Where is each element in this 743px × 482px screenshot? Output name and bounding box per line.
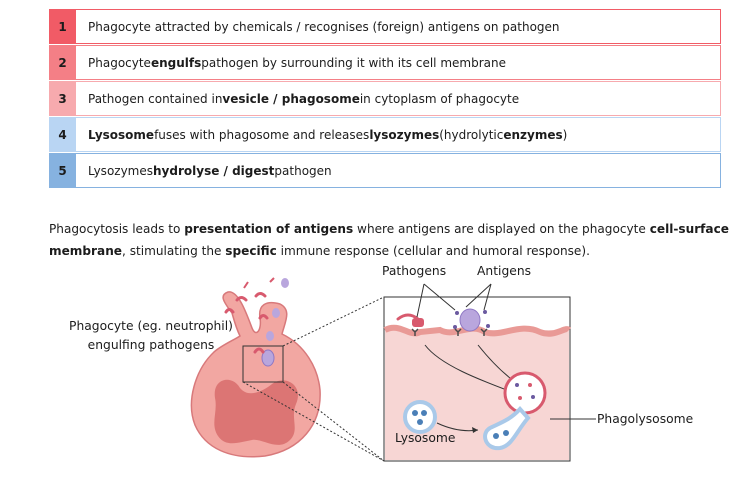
paragraph-part: Phagocytosis leads to bbox=[49, 222, 185, 236]
step-number: 4 bbox=[49, 117, 76, 152]
summary-paragraph: Phagocytosis leads to presentation of an… bbox=[49, 218, 729, 262]
step-text-part: lysozymes bbox=[369, 127, 440, 142]
zoom-panel bbox=[383, 296, 572, 462]
step-number: 1 bbox=[49, 9, 76, 44]
step-text-part: enzymes bbox=[503, 127, 563, 142]
step-text-part: vesicle / phagosome bbox=[222, 91, 360, 106]
antigens-label: Antigens bbox=[477, 264, 532, 278]
step-number: 3 bbox=[49, 81, 76, 116]
step-text-part: fuses with phagosome and releases bbox=[154, 127, 370, 142]
paragraph-part: immune response (cellular and humoral re… bbox=[276, 244, 590, 258]
step-text: Pathogen contained in vesicle / phagosom… bbox=[76, 81, 721, 116]
step-text-part: Pathogen contained in bbox=[88, 91, 223, 106]
step-text-part: hydrolyse / digest bbox=[153, 163, 275, 178]
phagocyte-cell bbox=[190, 277, 321, 458]
phagocyte-label-1: Phagocyte (eg. neutrophil) bbox=[69, 319, 233, 333]
step-text: Phagocyte engulfs pathogen by surroundin… bbox=[76, 45, 721, 80]
step-text-part: pathogen bbox=[274, 163, 332, 178]
step-number: 5 bbox=[49, 153, 76, 188]
steps-table: 1 Phagocyte attracted by chemicals / reco… bbox=[49, 9, 721, 189]
step-number: 2 bbox=[49, 45, 76, 80]
step-text: Lysozymes hydrolyse / digest pathogen bbox=[76, 153, 721, 188]
step-text-part: Phagocyte bbox=[88, 55, 151, 70]
pathogens-label: Pathogens bbox=[382, 264, 447, 278]
step-text-part: pathogen by surrounding it with its cell… bbox=[201, 55, 506, 70]
step-text-part: Lysozymes bbox=[88, 163, 154, 178]
paragraph-part: specific bbox=[225, 244, 277, 258]
step-text-part: Lysosome bbox=[88, 127, 155, 142]
step-text-part: (hydrolytic bbox=[439, 127, 504, 142]
phagocyte-label-2: engulfing pathogens bbox=[87, 338, 215, 352]
paragraph-part: , stimulating the bbox=[122, 244, 226, 258]
lysosome-label: Lysosome bbox=[395, 431, 456, 445]
step-text: Phagocyte attracted by chemicals / recog… bbox=[76, 9, 721, 44]
step-text: Lysosome fuses with phagosome and releas… bbox=[76, 117, 721, 152]
step-row: 1 Phagocyte attracted by chemicals / reco… bbox=[49, 9, 721, 44]
step-text-part: Phagocyte attracted by chemicals / recog… bbox=[88, 19, 560, 34]
step-text-part: in cytoplasm of phagocyte bbox=[359, 91, 520, 106]
nucleus-shape bbox=[214, 379, 298, 445]
step-text-part: engulfs bbox=[150, 55, 202, 70]
paragraph-part: where antigens are displayed on the phag… bbox=[353, 222, 650, 236]
paragraph-part: presentation of antigens bbox=[184, 222, 354, 236]
paragraph-part: cell-surface membrane bbox=[49, 222, 729, 258]
step-text-part: ) bbox=[562, 127, 568, 142]
phagolysosome-label: Phagolysosome bbox=[597, 412, 694, 426]
